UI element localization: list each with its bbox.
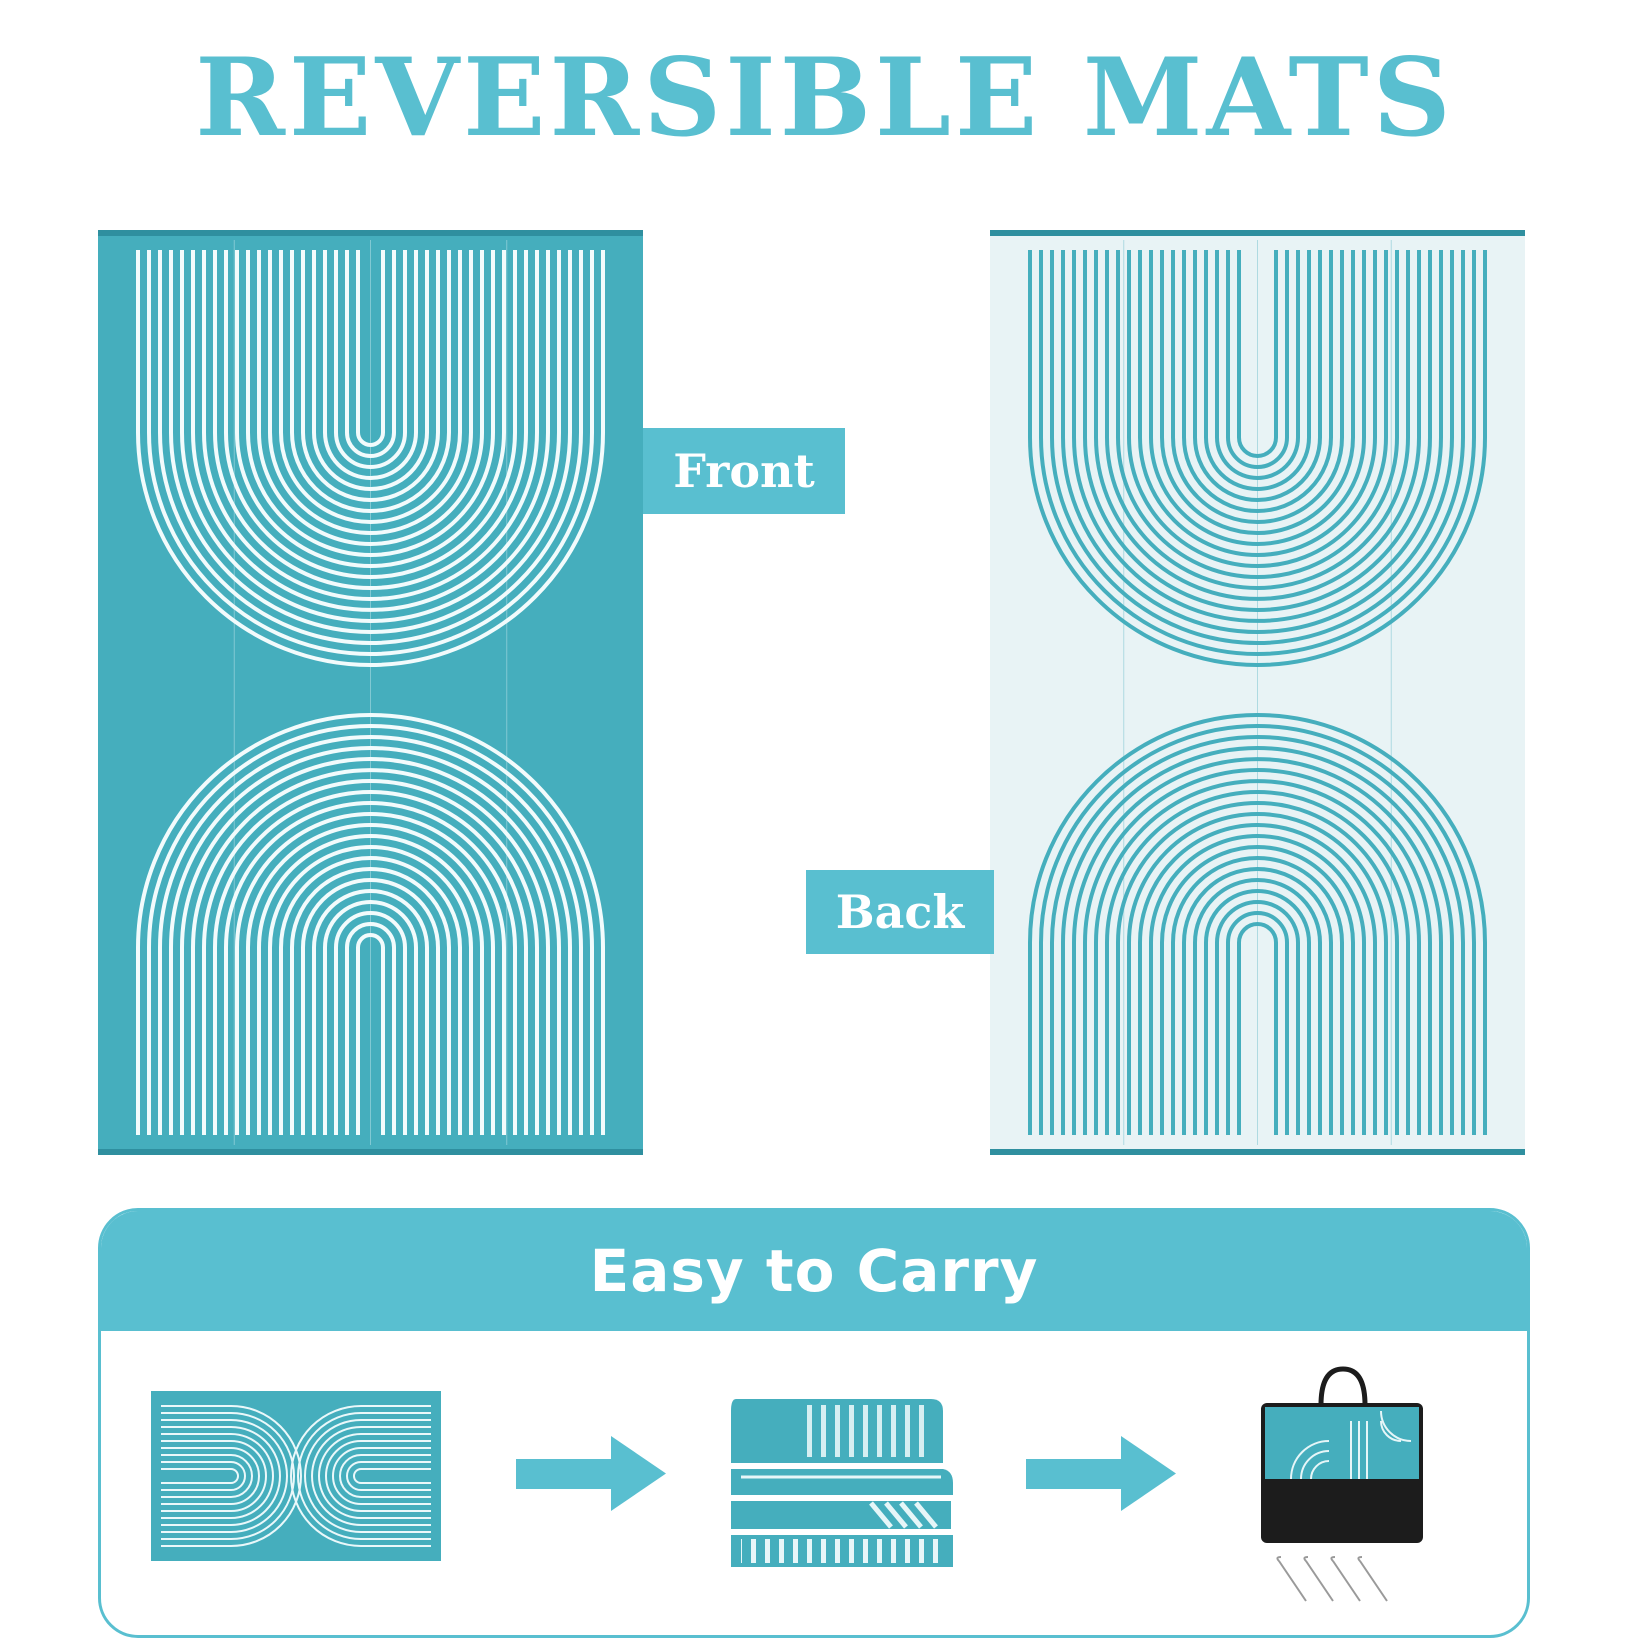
- page-title: REVERSIBLE MATS: [195, 35, 1455, 161]
- ground-stakes-icon: [1276, 1556, 1388, 1602]
- front-label: Front: [643, 428, 845, 514]
- easy-to-carry-panel: Easy to Carry: [98, 1208, 1530, 1638]
- arrow-right-icon-2: [1026, 1436, 1176, 1515]
- arrow-right-icon: [516, 1436, 666, 1515]
- front-mat-image: [98, 230, 643, 1155]
- back-mat-image: [990, 230, 1525, 1155]
- carry-bag-icon: [1251, 1361, 1431, 1615]
- easy-to-carry-header: Easy to Carry: [101, 1211, 1527, 1331]
- folded-mat-icon: [721, 1391, 956, 1575]
- unfolded-mat-icon: [151, 1391, 441, 1565]
- back-label: Back: [806, 870, 994, 954]
